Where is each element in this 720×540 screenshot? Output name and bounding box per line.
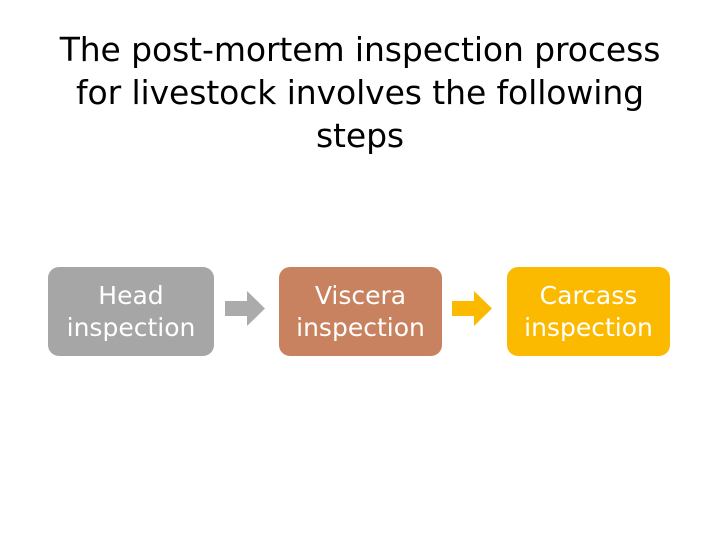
page-title: The post-mortem inspection process for l…	[59, 30, 661, 155]
process-step-carcass-inspection[interactable]: Carcass inspection	[507, 267, 670, 356]
process-step-viscera-inspection[interactable]: Viscera inspection	[279, 267, 442, 356]
arrow-right-icon	[452, 291, 492, 326]
arrow-right-icon	[225, 291, 265, 326]
process-step-head-inspection[interactable]: Head inspection	[48, 267, 214, 356]
